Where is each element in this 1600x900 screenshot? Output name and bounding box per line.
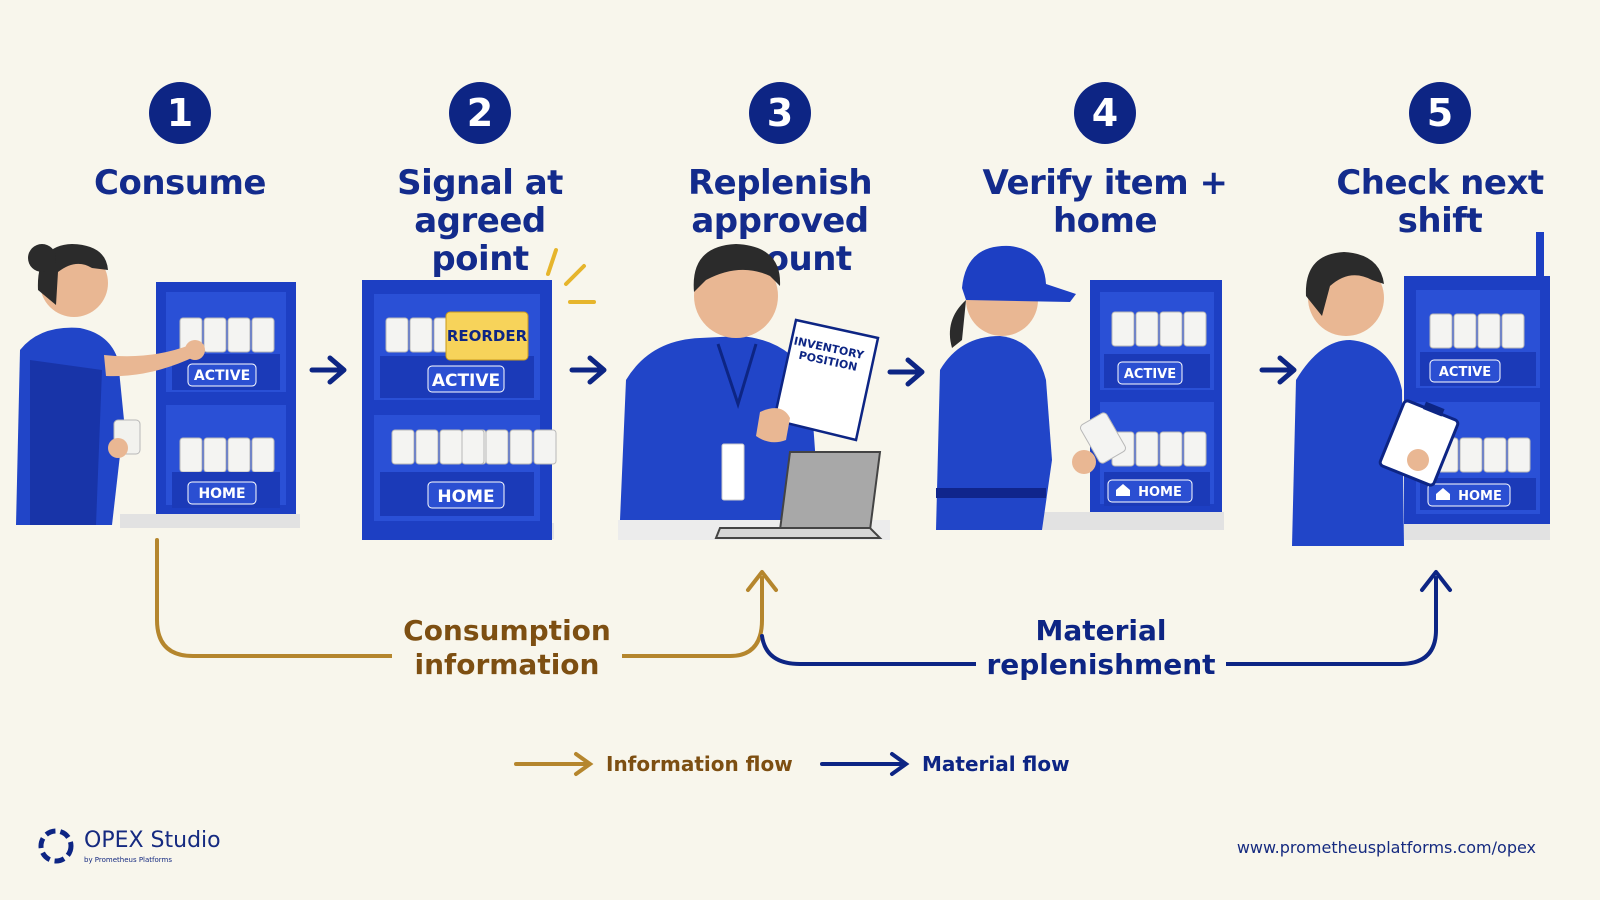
shelf-4-active-label: ACTIVE	[1124, 367, 1176, 382]
inventory-position-card: INVENTORY POSITION	[772, 318, 880, 442]
shelf-2-home-label: HOME	[437, 487, 494, 507]
laptop-icon	[714, 451, 883, 539]
step-2: 2 Signal at agreed point	[360, 82, 600, 278]
step-1-title: Consume	[94, 163, 266, 203]
reorder-card-label: REORDER	[447, 327, 528, 345]
step-3: 3 Replenish approved amount	[620, 82, 940, 278]
panel-1-consume: ACTIVE HOME	[16, 244, 300, 528]
shelf-4-home-label: HOME	[1138, 485, 1182, 500]
step-5: 5 Check next shift	[1290, 82, 1590, 240]
home-icon	[1436, 488, 1450, 500]
footer-url[interactable]: www.prometheusplatforms.com/opex	[1236, 838, 1536, 857]
step-2-title: Signal at agreed point	[397, 163, 563, 279]
legend-material-text: Material flow	[922, 752, 1070, 776]
step-3-badge: 3	[749, 82, 811, 144]
worker-5	[1292, 252, 1460, 546]
step-4-badge: 4	[1074, 82, 1136, 144]
shelf-1-active-label: ACTIVE	[194, 368, 250, 384]
brand-logo-icon	[38, 828, 74, 864]
arrow-4-5-icon	[1259, 355, 1297, 385]
arrow-2-3-icon	[569, 355, 607, 385]
worker-1	[16, 244, 205, 525]
worker-4	[936, 245, 1127, 530]
material-flow-label: Material replenishment	[976, 614, 1226, 682]
legend-material-arrow-icon	[820, 752, 910, 776]
brand-tagline: by Prometheus Platforms	[84, 856, 173, 864]
home-icon	[1116, 484, 1130, 496]
step-1-badge: 1	[149, 82, 211, 144]
worker-3	[620, 244, 820, 520]
step-5-title: Check next shift	[1336, 163, 1544, 241]
shelf-unit-1: ACTIVE HOME	[156, 282, 296, 514]
shelf-unit-5: ACTIVE HOME	[1404, 232, 1550, 524]
panel-2-signal: ACTIVE HOME REORDER	[362, 248, 596, 540]
step-5-badge: 5	[1409, 82, 1471, 144]
information-flow-path	[155, 538, 778, 658]
step-1: 1 Consume	[80, 82, 280, 202]
arrow-1-2-icon	[309, 355, 347, 385]
reorder-card: REORDER	[445, 311, 529, 361]
shelf-unit-2: ACTIVE HOME REORDER	[362, 280, 557, 540]
arrow-3-4-icon	[887, 357, 925, 387]
panel-3-replenish: INVENTORY POSITION	[618, 244, 890, 540]
shelf-unit-4: ACTIVE HOME	[1090, 280, 1222, 512]
shelf-5-active-label: ACTIVE	[1439, 365, 1491, 380]
shelf-5-home-label: HOME	[1458, 489, 1502, 504]
information-flow-label: Consumption information	[392, 614, 622, 682]
brand-name: OPEX Studio	[84, 828, 221, 853]
shelf-1-home-label: HOME	[198, 486, 245, 502]
step-4: 4 Verify item + home	[950, 82, 1260, 240]
clipboard-icon	[1378, 399, 1460, 487]
legend-information-text: Information flow	[606, 752, 793, 776]
signal-sparkle-icon	[546, 248, 596, 304]
panel-5-check: ACTIVE HOME	[1292, 232, 1550, 546]
step-2-badge: 2	[449, 82, 511, 144]
panel-4-verify: ACTIVE HOME	[936, 245, 1224, 530]
material-flow-path	[760, 570, 1452, 666]
shelf-2-active-label: ACTIVE	[432, 371, 500, 391]
legend-information-arrow-icon	[514, 752, 594, 776]
step-4-title: Verify item + home	[982, 163, 1228, 241]
step-arrows	[309, 355, 1297, 387]
